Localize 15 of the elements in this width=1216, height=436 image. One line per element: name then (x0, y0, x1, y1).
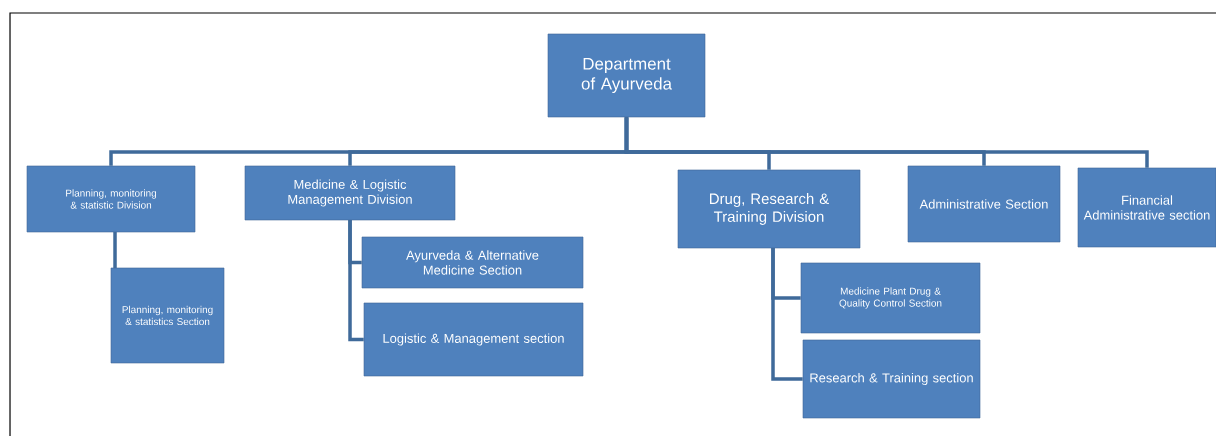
org-box: Administrative Section (907, 165, 1061, 243)
org-box: Planning, monitoring & statistics Section (110, 267, 225, 364)
connector-line (113, 232, 117, 268)
connector-line (348, 220, 364, 342)
org-box: Ayurveda & Alternative Medicine Section (361, 236, 584, 289)
org-box: Research & Training section (802, 339, 981, 419)
org-box: Logistic & Management section (363, 302, 584, 377)
org-box: Drug, Research & Training Division (677, 169, 861, 249)
org-box: Medicine & Logistic Management Division (244, 165, 456, 221)
connector-line (624, 117, 1149, 168)
org-box: Department of Ayurveda (547, 33, 706, 118)
org-box: Medicine Plant Drug & Quality Control Section (800, 262, 981, 334)
org-box: Financial Administrative section (1077, 167, 1216, 248)
connector-line (771, 248, 803, 381)
org-box: Planning, monitoring & statistic Division (26, 165, 196, 233)
